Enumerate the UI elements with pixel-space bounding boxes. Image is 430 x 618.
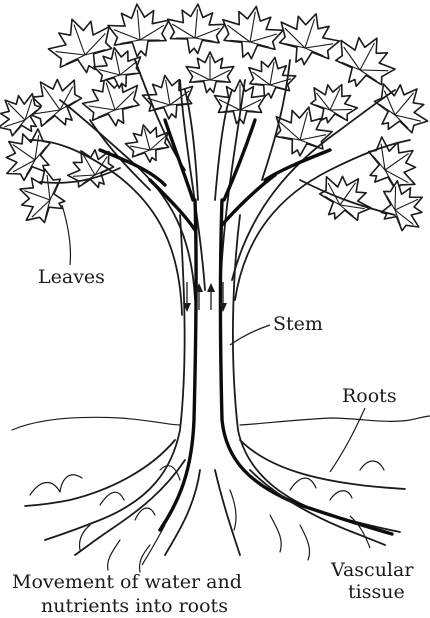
leaf-vein xyxy=(360,70,388,71)
maple-leaf-crown-icon xyxy=(0,4,428,231)
label-movement-line1: Movement of water and xyxy=(12,571,242,593)
maple-leaf-icon xyxy=(311,85,358,123)
maple-leaf-icon xyxy=(168,4,226,54)
maple-leaf-icon xyxy=(125,125,168,162)
maple-leaf-icon xyxy=(336,38,395,87)
leaf-vein xyxy=(330,109,352,110)
maple-leaf-icon xyxy=(48,19,111,72)
label-leaves: Leaves xyxy=(38,266,105,288)
maple-leaf-icon xyxy=(280,14,340,65)
maple-leaf-icon xyxy=(381,181,422,231)
label-stem: Stem xyxy=(273,313,323,335)
roots xyxy=(25,440,405,572)
label-roots: Roots xyxy=(342,385,397,407)
maple-leaf-icon xyxy=(83,78,140,126)
leader-lines xyxy=(62,205,370,565)
label-vascular-line2: tissue xyxy=(348,581,405,603)
maple-leaf-icon xyxy=(223,7,283,59)
vascular-tissue-lines xyxy=(100,120,392,534)
maple-leaf-icon xyxy=(108,4,169,56)
maple-leaf-icon xyxy=(94,48,141,88)
label-vascular-line1: Vascular xyxy=(330,559,414,581)
label-movement-line2: nutrients into roots xyxy=(41,595,228,617)
leaf-vein xyxy=(395,187,396,211)
